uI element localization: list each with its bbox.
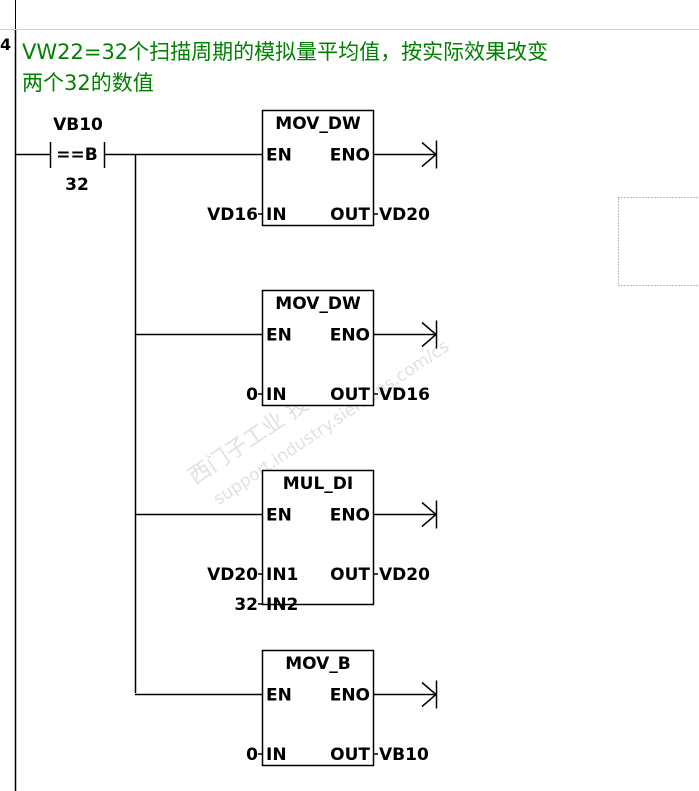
block-title: MOV_DW	[275, 114, 361, 134]
input-pin-name: IN	[266, 745, 287, 765]
input-operand[interactable]: VD16	[207, 205, 258, 225]
output-operand[interactable]: VD20	[379, 205, 430, 225]
output-pin-name: OUT	[330, 745, 370, 765]
output-pin-name: OUT	[330, 565, 370, 585]
contact-compare-value: 32	[65, 175, 89, 195]
block-title: MOV_B	[285, 654, 351, 674]
output-operand[interactable]: VD20	[379, 565, 430, 585]
eno-pin: ENO	[330, 686, 370, 706]
input-pin-name: IN1	[266, 565, 298, 585]
function-block-2[interactable]: MOV_DW EN ENO IN 0 OUT VD16	[135, 289, 438, 407]
function-block-4[interactable]: MOV_B EN ENO IN 0 OUT VB10	[135, 649, 438, 767]
input-pin-name: IN	[266, 385, 287, 405]
output-pin-name: OUT	[330, 205, 370, 225]
block-box	[261, 469, 375, 606]
eno-pin: ENO	[330, 506, 370, 526]
network-comment-line2[interactable]: 两个32的数值	[22, 71, 154, 95]
en-pin: EN	[266, 506, 292, 526]
en-pin: EN	[266, 326, 292, 346]
output-pin-name: OUT	[330, 385, 370, 405]
input-operand[interactable]: VD20	[207, 565, 258, 585]
compare-contact[interactable]: VB10 ==B 32	[16, 115, 262, 195]
selection-box	[618, 197, 699, 286]
output-operand[interactable]: VD16	[379, 385, 430, 405]
contact-operand: VB10	[53, 115, 103, 135]
network-comment-line1[interactable]: VW22=32个扫描周期的模拟量平均值，按实际效果改变	[22, 40, 548, 64]
eno-pin: ENO	[330, 146, 370, 166]
input-pin-name: IN2	[266, 595, 298, 615]
network-number: 4	[0, 35, 11, 54]
function-block-1[interactable]: MOV_DW EN ENO IN VD16 OUT VD20	[207, 109, 438, 227]
en-pin: EN	[266, 146, 292, 166]
block-title: MOV_DW	[275, 294, 361, 314]
block-box	[261, 649, 375, 767]
input-operand[interactable]: 0	[246, 745, 258, 765]
input-pin-name: IN	[266, 205, 287, 225]
block-box	[261, 289, 375, 407]
en-pin: EN	[266, 686, 292, 706]
contact-compare-op: ==B	[56, 145, 97, 165]
block-title: MUL_DI	[283, 474, 354, 494]
block-box	[261, 109, 375, 227]
input-operand[interactable]: 0	[246, 385, 258, 405]
output-operand[interactable]: VB10	[379, 745, 429, 765]
eno-pin: ENO	[330, 326, 370, 346]
input-operand[interactable]: 32	[234, 595, 258, 615]
